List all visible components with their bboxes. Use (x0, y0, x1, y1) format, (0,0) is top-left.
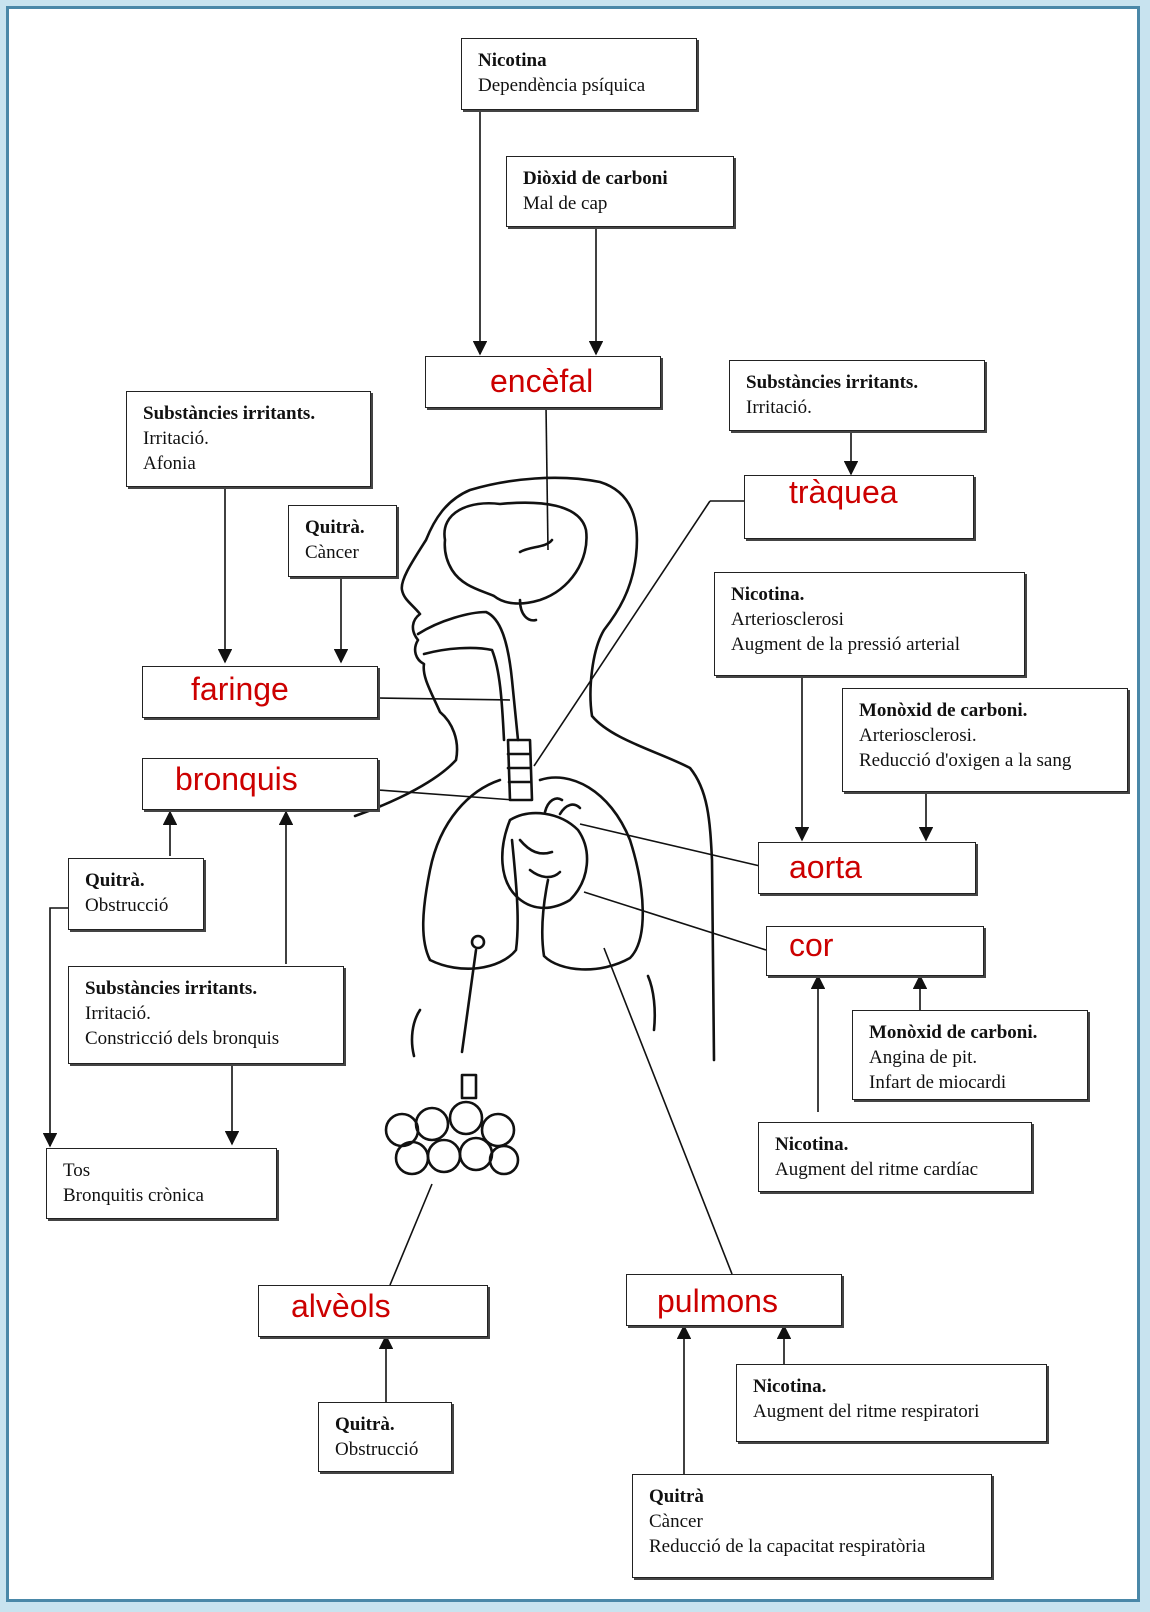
trachea (506, 738, 534, 802)
organ-alveols: alvèols (258, 1285, 488, 1337)
organ-faringe: faringe (142, 666, 378, 718)
organ-aorta: aorta (758, 842, 976, 894)
brain (443, 501, 588, 605)
effect-quitra-alveols: Quitrà. Obstrucció (318, 1402, 452, 1472)
airway (416, 610, 520, 742)
lung-right (538, 776, 645, 971)
effect-monoxid-aorta: Monòxid de carboni. Arteriosclerosi. Red… (842, 688, 1128, 792)
arrow-to-tos (42, 907, 68, 1148)
effect-nicotina-encefal: Nicotina Dependència psíquica (461, 38, 697, 110)
effect-nicotina-cor: Nicotina. Augment del ritme cardíac (758, 1122, 1032, 1192)
organ-cor: cor (766, 926, 984, 976)
airway-inner (422, 646, 506, 742)
effect-irritants-traquea: Substàncies irritants. Irritació. (729, 360, 985, 431)
brain-fold (518, 538, 554, 554)
organ-encefal: encèfal (425, 356, 661, 408)
effect-quitra-faringe: Quitrà. Càncer (288, 505, 397, 577)
pointer-lines (377, 405, 767, 1286)
effect-irritants-faringe: Substàncies irritants. Irritació. Afonia (126, 391, 371, 487)
effect-quitra-pulmons: Quitrà Càncer Reducció de la capacitat r… (632, 1474, 992, 1578)
heart (501, 811, 589, 910)
effect-arrows (162, 112, 934, 1478)
effect-nicotina-pulmons: Nicotina. Augment del ritme respiratori (736, 1364, 1047, 1442)
lung-left (421, 778, 519, 971)
respiratory-system-illustration (353, 476, 716, 1176)
effect-quitra-bronquis: Quitrà. Obstrucció (68, 858, 204, 930)
effect-monoxid-cor: Monòxid de carboni. Angina de pit. Infar… (852, 1010, 1088, 1100)
alveoli-cluster (384, 1073, 520, 1176)
organ-pulmons: pulmons (626, 1274, 842, 1326)
effect-irritants-bronquis: Substàncies irritants. Irritació. Constr… (68, 966, 344, 1064)
body-outline (353, 476, 716, 1062)
cerebellum (518, 598, 538, 622)
organ-bronquis: bronquis (142, 758, 378, 810)
effect-dioxid-encefal: Diòxid de carboni Mal de cap (506, 156, 734, 227)
organ-traquea: tràquea (744, 475, 974, 539)
effect-nicotina-aorta: Nicotina. Arteriosclerosi Augment de la … (714, 572, 1025, 676)
effect-tos: Tos Bronquitis crònica (46, 1148, 277, 1219)
